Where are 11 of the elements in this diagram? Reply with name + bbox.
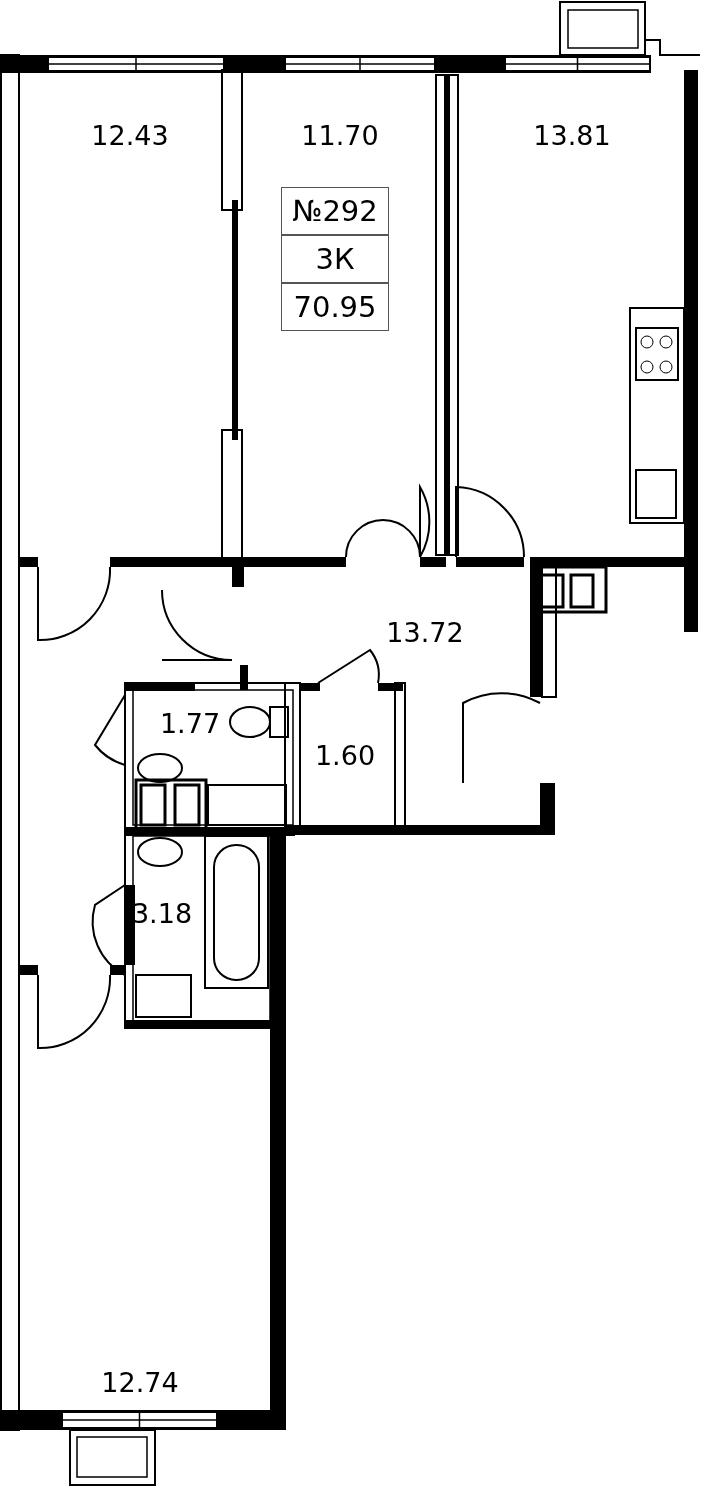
room-area-label: 11.70 [301, 119, 379, 151]
room-area-label: 1.60 [314, 739, 376, 771]
apartment-number: №292 [281, 187, 389, 235]
room-area-label: 13.72 [386, 616, 464, 648]
room-area-label: 3.18 [131, 897, 193, 929]
room-count: 3К [281, 235, 389, 283]
room-area-label: 12.74 [101, 1366, 179, 1398]
room-area-label: 12.43 [91, 119, 169, 151]
room-area-label: 13.81 [533, 119, 611, 151]
total-area: 70.95 [281, 283, 389, 331]
room-area-label: 1.77 [159, 707, 221, 739]
